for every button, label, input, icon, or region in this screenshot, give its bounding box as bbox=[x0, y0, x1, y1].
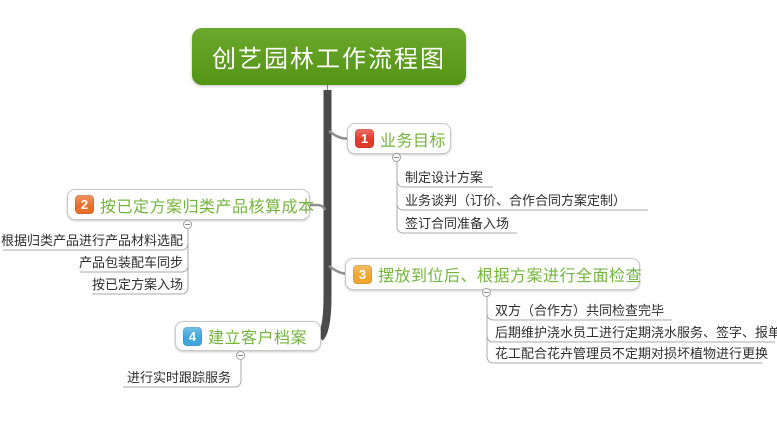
topic-box-1[interactable]: 1 业务目标 bbox=[347, 123, 451, 154]
collapse-toggle-3[interactable] bbox=[482, 288, 491, 297]
minus-icon bbox=[185, 224, 190, 225]
branch3-connector bbox=[328, 264, 346, 275]
subtopic-2-2[interactable]: 产品包装配车同步 bbox=[78, 255, 183, 270]
subtopic-1-3[interactable]: 签订合同准备入场 bbox=[405, 216, 510, 231]
subtopic-4-1[interactable]: 进行实时跟踪服务 bbox=[126, 370, 231, 385]
subtopic-3-2[interactable]: 后期维护浇水员工进行定期浇水服务、签字、报单 bbox=[495, 325, 777, 340]
central-topic-label: 创艺园林工作流程图 bbox=[212, 46, 446, 73]
trunk-line bbox=[316, 90, 332, 341]
subtopic-3-3[interactable]: 花工配合花卉管理员不定期对损坏植物进行更换 bbox=[495, 346, 769, 361]
topic-number-1: 1 bbox=[355, 129, 374, 148]
topic-box-2[interactable]: 2 按已定方案归类产品核算成本 bbox=[67, 189, 314, 220]
minus-icon bbox=[484, 292, 489, 293]
topic-label-2: 按已定方案归类产品核算成本 bbox=[100, 198, 315, 216]
minus-icon bbox=[238, 355, 243, 356]
topic-box-4[interactable]: 4 建立客户档案 bbox=[175, 321, 321, 351]
central-topic[interactable]: 创艺园林工作流程图 bbox=[192, 28, 466, 85]
collapse-toggle-2[interactable] bbox=[183, 220, 192, 229]
collapse-toggle-1[interactable] bbox=[392, 153, 401, 162]
topic-number-3: 3 bbox=[353, 264, 372, 284]
collapse-toggle-4[interactable] bbox=[236, 351, 245, 360]
topic-label-1: 业务目标 bbox=[380, 132, 447, 150]
minus-icon bbox=[394, 157, 399, 158]
branch1-connector bbox=[328, 130, 348, 140]
subtopic-2-3[interactable]: 按已定方案入场 bbox=[91, 277, 183, 292]
topic-number-2: 2 bbox=[75, 195, 94, 214]
topic-label-4: 建立客户档案 bbox=[208, 330, 308, 347]
subtopic-1-1[interactable]: 制定设计方案 bbox=[405, 170, 484, 185]
subtopic-3-1[interactable]: 双方（合作方）共同检查完毕 bbox=[495, 303, 665, 318]
topic-number-4: 4 bbox=[183, 326, 202, 346]
topic-box-3[interactable]: 3 摆放到位后、根据方案进行全面检查 bbox=[345, 258, 643, 290]
subtopic-1-2[interactable]: 业务谈判（订价、合作合同方案定制） bbox=[405, 193, 627, 208]
subtopic-2-1[interactable]: 根据归类产品进行产品材料选配 bbox=[0, 233, 183, 248]
topic-label-3: 摆放到位后、根据方案进行全面检查 bbox=[378, 268, 643, 285]
